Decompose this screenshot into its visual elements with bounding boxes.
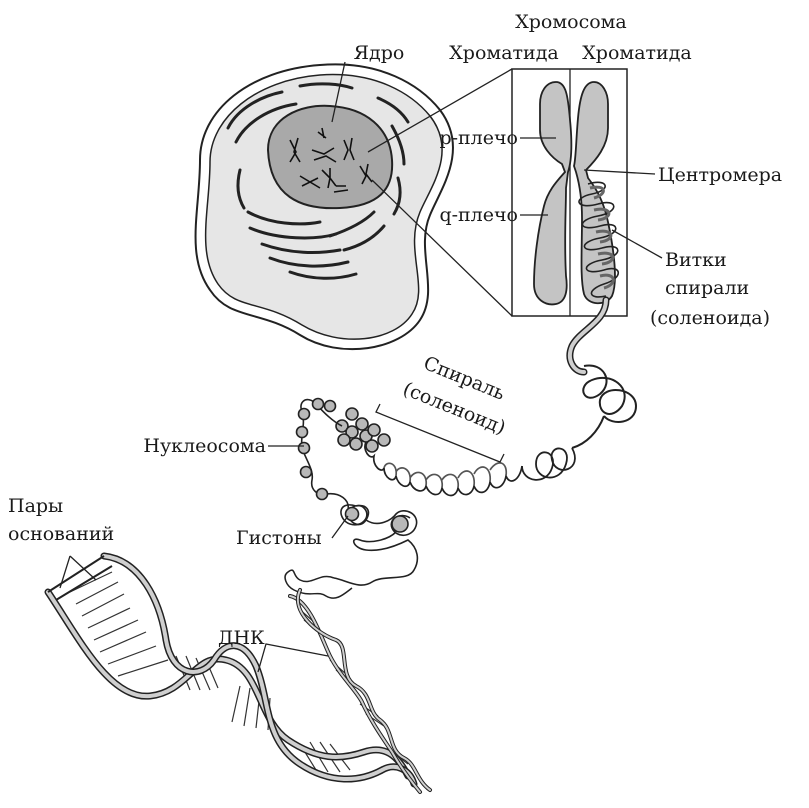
- label-p-arm: p-плечо: [439, 127, 518, 149]
- base-pair-rungs-large: [70, 572, 350, 772]
- label-base-pairs-line2: оснований: [8, 523, 114, 545]
- histone-complexes: [334, 505, 417, 585]
- chromosome-box: [512, 69, 627, 316]
- label-coils-line2: спирали: [665, 277, 749, 299]
- label-q-arm: q-плечо: [439, 204, 518, 226]
- ladder-open-end: [48, 556, 112, 600]
- label-centromere: Центромера: [658, 164, 782, 186]
- nucleosome-beads: [297, 399, 336, 500]
- dna-double-helix: [48, 556, 430, 792]
- solenoid-coil-tail: [522, 448, 575, 480]
- label-base-pairs-line1: Пары: [8, 495, 63, 517]
- label-nucleus: Ядро: [354, 42, 405, 64]
- nucleus: [268, 106, 392, 208]
- label-coils-line3: (соленоида): [650, 307, 770, 329]
- label-chromosome: Хромосома: [515, 11, 627, 33]
- cell: [196, 64, 453, 349]
- naked-dna-strand: [285, 570, 352, 598]
- label-chromatid-right: Хроматида: [582, 42, 691, 64]
- label-dna: ДНК: [218, 627, 265, 649]
- solenoid-loops: [572, 365, 636, 448]
- label-nucleosome: Нуклеосома: [143, 435, 266, 457]
- label-chromatid-left: Хроматида: [449, 42, 558, 64]
- label-coils-line1: Витки: [665, 249, 727, 271]
- label-histones: Гистоны: [236, 527, 322, 549]
- large-helix: [48, 556, 414, 784]
- solenoid-spiral: [365, 442, 522, 496]
